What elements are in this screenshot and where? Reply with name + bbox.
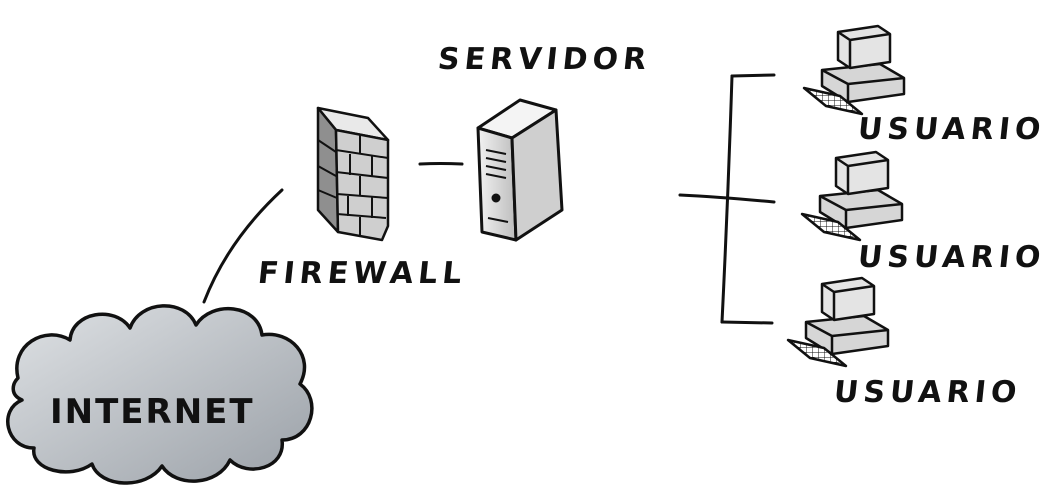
server-icon	[476, 98, 564, 242]
server-label: SERVIDOR	[436, 42, 653, 77]
computer-icon	[786, 276, 890, 368]
connections	[202, 73, 776, 325]
computer-icon	[800, 150, 904, 242]
bus-branch-3	[720, 320, 774, 325]
user-label: USUARIO	[832, 375, 1024, 410]
firewall-label: FIREWALL	[256, 256, 469, 291]
internet-label: INTERNET	[50, 392, 255, 432]
bus-branch-1	[730, 73, 776, 78]
link-internet-firewall	[202, 188, 284, 304]
internet-cloud-icon	[6, 304, 314, 485]
bus-vertical	[720, 74, 734, 324]
link-server-switch	[678, 193, 776, 204]
firewall-icon	[316, 106, 390, 242]
link-firewall-server	[418, 162, 464, 166]
user-label: USUARIO	[856, 240, 1044, 275]
computer-icon	[802, 24, 906, 116]
user-label: USUARIO	[856, 112, 1044, 147]
